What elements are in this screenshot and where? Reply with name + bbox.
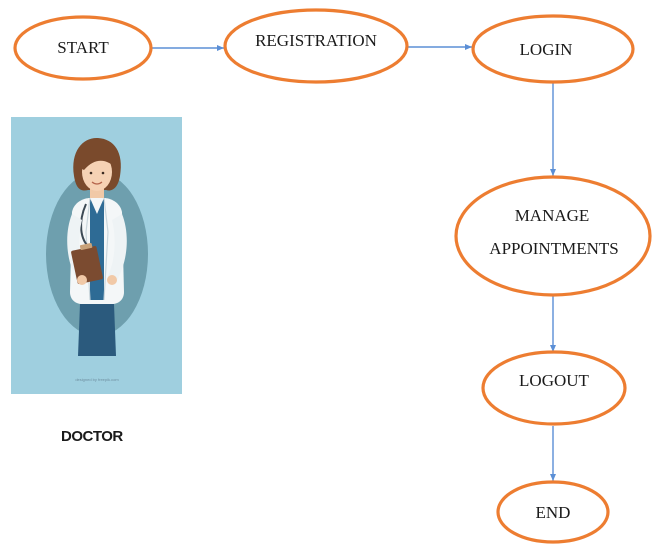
node-manage-label-line2: APPOINTMENTS: [489, 239, 618, 258]
doctor-illustration: designed by freepik.com: [11, 117, 182, 394]
node-login-label: LOGIN: [520, 40, 573, 59]
node-logout-label: LOGOUT: [519, 371, 589, 390]
node-login: LOGIN: [471, 14, 635, 84]
node-start-label: START: [57, 38, 109, 57]
node-manage-appointments: MANAGE APPOINTMENTS: [454, 175, 652, 297]
node-end-label: END: [536, 503, 571, 522]
node-registration-label: REGISTRATION: [255, 31, 377, 50]
actor-caption-doctor: DOCTOR: [61, 428, 123, 445]
node-start: START: [13, 15, 153, 81]
node-manage-label-line1: MANAGE: [515, 206, 590, 225]
illustration-credit: designed by freepik.com: [75, 377, 119, 382]
node-end: END: [496, 480, 610, 544]
node-logout: LOGOUT: [481, 350, 627, 426]
node-registration: REGISTRATION: [223, 8, 409, 84]
